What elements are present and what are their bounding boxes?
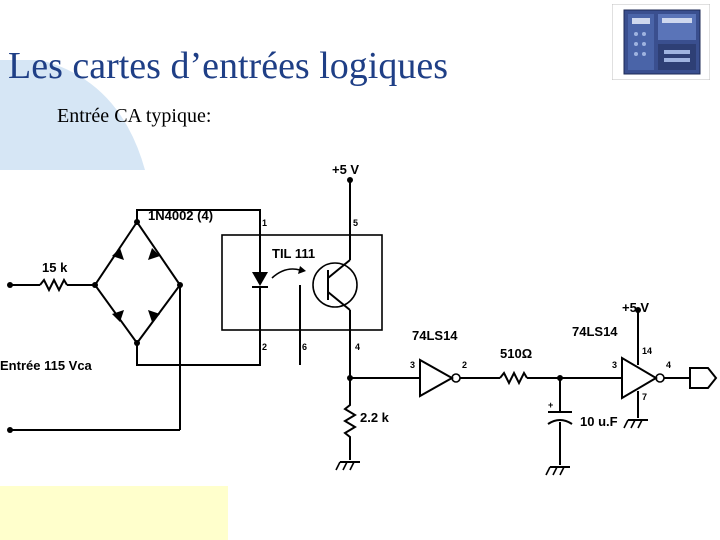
vcc-right-label: +5 V	[622, 300, 649, 315]
capacitor-label: 10 u.F	[580, 414, 618, 429]
slide-title: Les cartes d’entrées logiques	[8, 45, 448, 87]
gate1-label: 74LS14	[412, 328, 458, 343]
gate1-pin-out: 2	[462, 360, 467, 370]
capacitor-plus-sign: +	[548, 400, 553, 410]
background-accent-shape	[0, 60, 145, 170]
light-arrow	[271, 268, 301, 279]
vcc-top-label: +5 V	[332, 162, 359, 177]
led-symbol	[252, 272, 268, 286]
gate2-pin-gnd: 7	[642, 392, 647, 402]
ground-symbol-3	[623, 419, 648, 429]
series-resistor	[499, 370, 528, 386]
opto-label: TIL 111	[272, 246, 315, 261]
gate2-pin-vcc: 14	[642, 346, 652, 356]
opto-pin-2: 2	[262, 342, 267, 352]
slide-subtitle: Entrée CA typique:	[57, 105, 212, 127]
corner-accent	[0, 486, 228, 540]
gate2-pin-in: 3	[612, 360, 617, 370]
plc-module-image	[612, 4, 710, 80]
series-resistor-label: 510Ω	[500, 346, 532, 361]
bridge-label: 1N4002 (4)	[148, 208, 213, 223]
ground-symbol-2	[545, 466, 570, 476]
input-resistor-label: 15 k	[42, 260, 68, 275]
schmitt-gate-1	[419, 358, 455, 398]
opto-pin-1: 1	[262, 218, 267, 228]
diode-bridge	[92, 219, 183, 346]
phototransistor	[312, 262, 358, 308]
output-connector	[689, 367, 718, 389]
opto-pin-5: 5	[353, 218, 358, 228]
opto-pin-6: 6	[302, 342, 307, 352]
gate2-label: 74LS14	[572, 324, 618, 339]
input-resistor	[39, 277, 68, 293]
schmitt-gate-2	[621, 356, 658, 400]
pull-down-label: 2.2 k	[360, 410, 390, 425]
opto-pin-4: 4	[355, 342, 360, 352]
optocoupler-box	[221, 234, 383, 331]
ground-symbol-1	[335, 461, 360, 471]
input-voltage-label: Entrée 115 Vca	[0, 358, 93, 373]
gate1-pin-in: 3	[410, 360, 415, 370]
capacitor	[547, 419, 573, 425]
circuit-schematic: 15 k Entrée 115 Vca 1N4002 (4) 1 5 2 6 4…	[0, 162, 718, 476]
gate2-pin-out: 4	[666, 360, 671, 370]
pull-down-resistor	[343, 378, 357, 460]
